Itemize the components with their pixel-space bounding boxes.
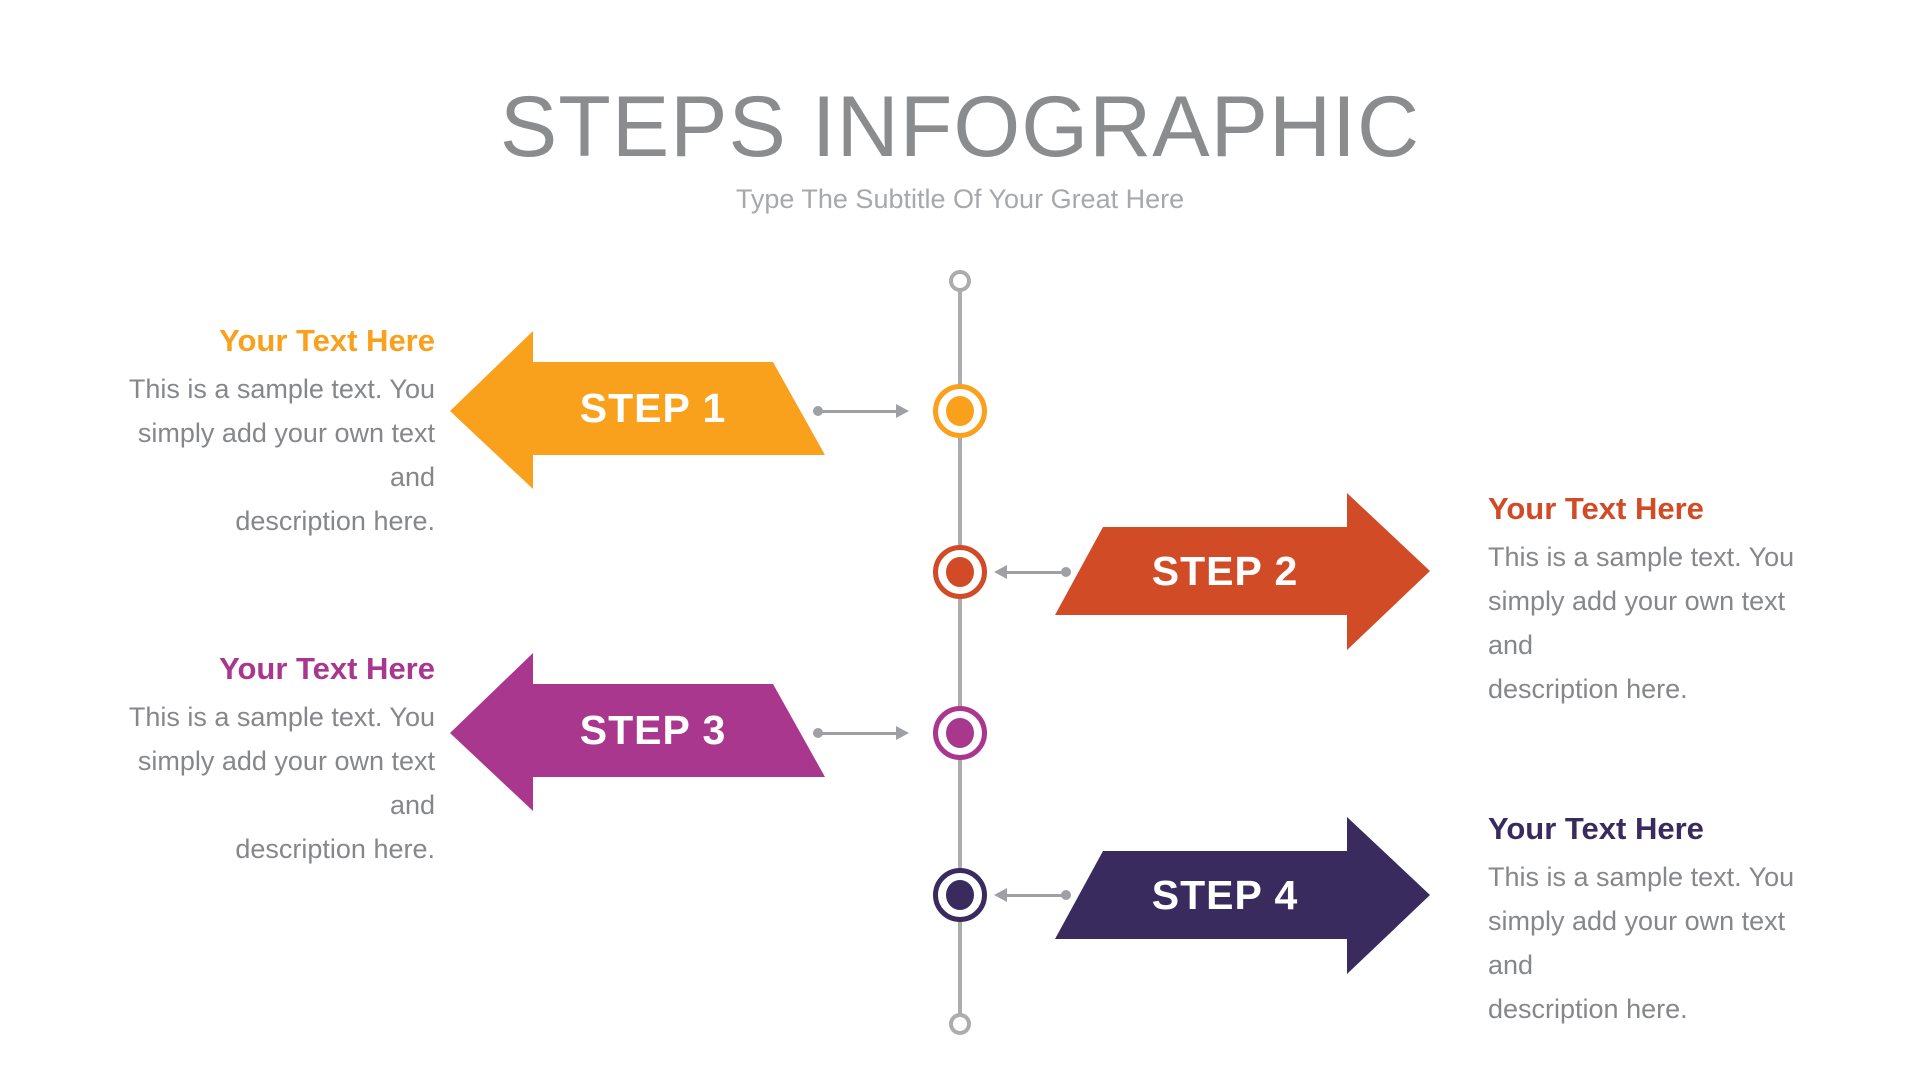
connector-line <box>818 410 898 413</box>
step-2-text-heading: Your Text Here <box>1488 491 1704 526</box>
step-2-text-line: simply add your own text and <box>1488 586 1786 660</box>
page-subtitle: Type The Subtitle Of Your Great Here <box>735 184 1185 214</box>
step-1-label: STEP 1 <box>579 385 727 431</box>
step-2-text: Your Text Here This is a sample text. Yo… <box>1488 490 1828 711</box>
connector-line <box>818 732 898 735</box>
connector-line <box>1006 571 1062 574</box>
step-3-text-heading: Your Text Here <box>219 651 435 686</box>
step-3-arrow <box>450 653 825 811</box>
step-4-node <box>933 868 987 922</box>
step-1-text: Your Text Here This is a sample text. Yo… <box>95 322 435 543</box>
step-2-text-line: description here. <box>1488 674 1688 704</box>
step-1-arrow <box>450 331 825 489</box>
step-4-text-heading: Your Text Here <box>1488 811 1704 846</box>
step-2-label: STEP 2 <box>1151 547 1299 594</box>
connector-line <box>1006 894 1062 897</box>
step-3-label: STEP 3 <box>579 707 727 753</box>
connector-dot <box>1061 567 1071 577</box>
arrowhead-right-icon <box>896 726 909 740</box>
step-3-node <box>933 706 987 760</box>
step-4-label: STEP 4 <box>1151 871 1299 918</box>
step-3-text-line: description here. <box>235 834 435 864</box>
step-4-text-line: This is a sample text. You <box>1488 862 1795 892</box>
step-1-text-line: simply add your own text and <box>137 418 435 492</box>
step-3-node-dot <box>946 718 974 748</box>
step-1-node-dot <box>946 396 974 426</box>
step-1-text-line: description here. <box>235 506 435 536</box>
step-2-text-line: This is a sample text. You <box>1488 542 1795 572</box>
step-3-text: Your Text Here This is a sample text. Yo… <box>95 650 435 871</box>
step-4-arrow <box>1055 817 1430 974</box>
timeline-end-circle <box>949 1013 971 1035</box>
step-2-node-dot <box>946 557 974 587</box>
step-4-text: Your Text Here This is a sample text. Yo… <box>1488 810 1828 1031</box>
timeline-line <box>958 288 962 1016</box>
step-1-text-line: This is a sample text. You <box>128 374 435 404</box>
arrowhead-left-icon <box>994 565 1007 579</box>
step-4-text-line: simply add your own text and <box>1488 906 1786 980</box>
step-4-text-line: description here. <box>1488 994 1688 1024</box>
step-3-text-line: simply add your own text and <box>137 746 435 820</box>
step-3-text-line: This is a sample text. You <box>128 702 435 732</box>
step-1-node <box>933 384 987 438</box>
step-2-arrow <box>1055 493 1430 650</box>
timeline-start-circle <box>949 270 971 292</box>
page-title: STEPS INFOGRAPHIC <box>499 79 1421 175</box>
connector-dot <box>1061 890 1071 900</box>
step-4-node-dot <box>946 880 974 910</box>
arrowhead-left-icon <box>994 888 1007 902</box>
arrowhead-right-icon <box>896 404 909 418</box>
step-2-node <box>933 545 987 599</box>
step-1-text-heading: Your Text Here <box>219 323 435 358</box>
